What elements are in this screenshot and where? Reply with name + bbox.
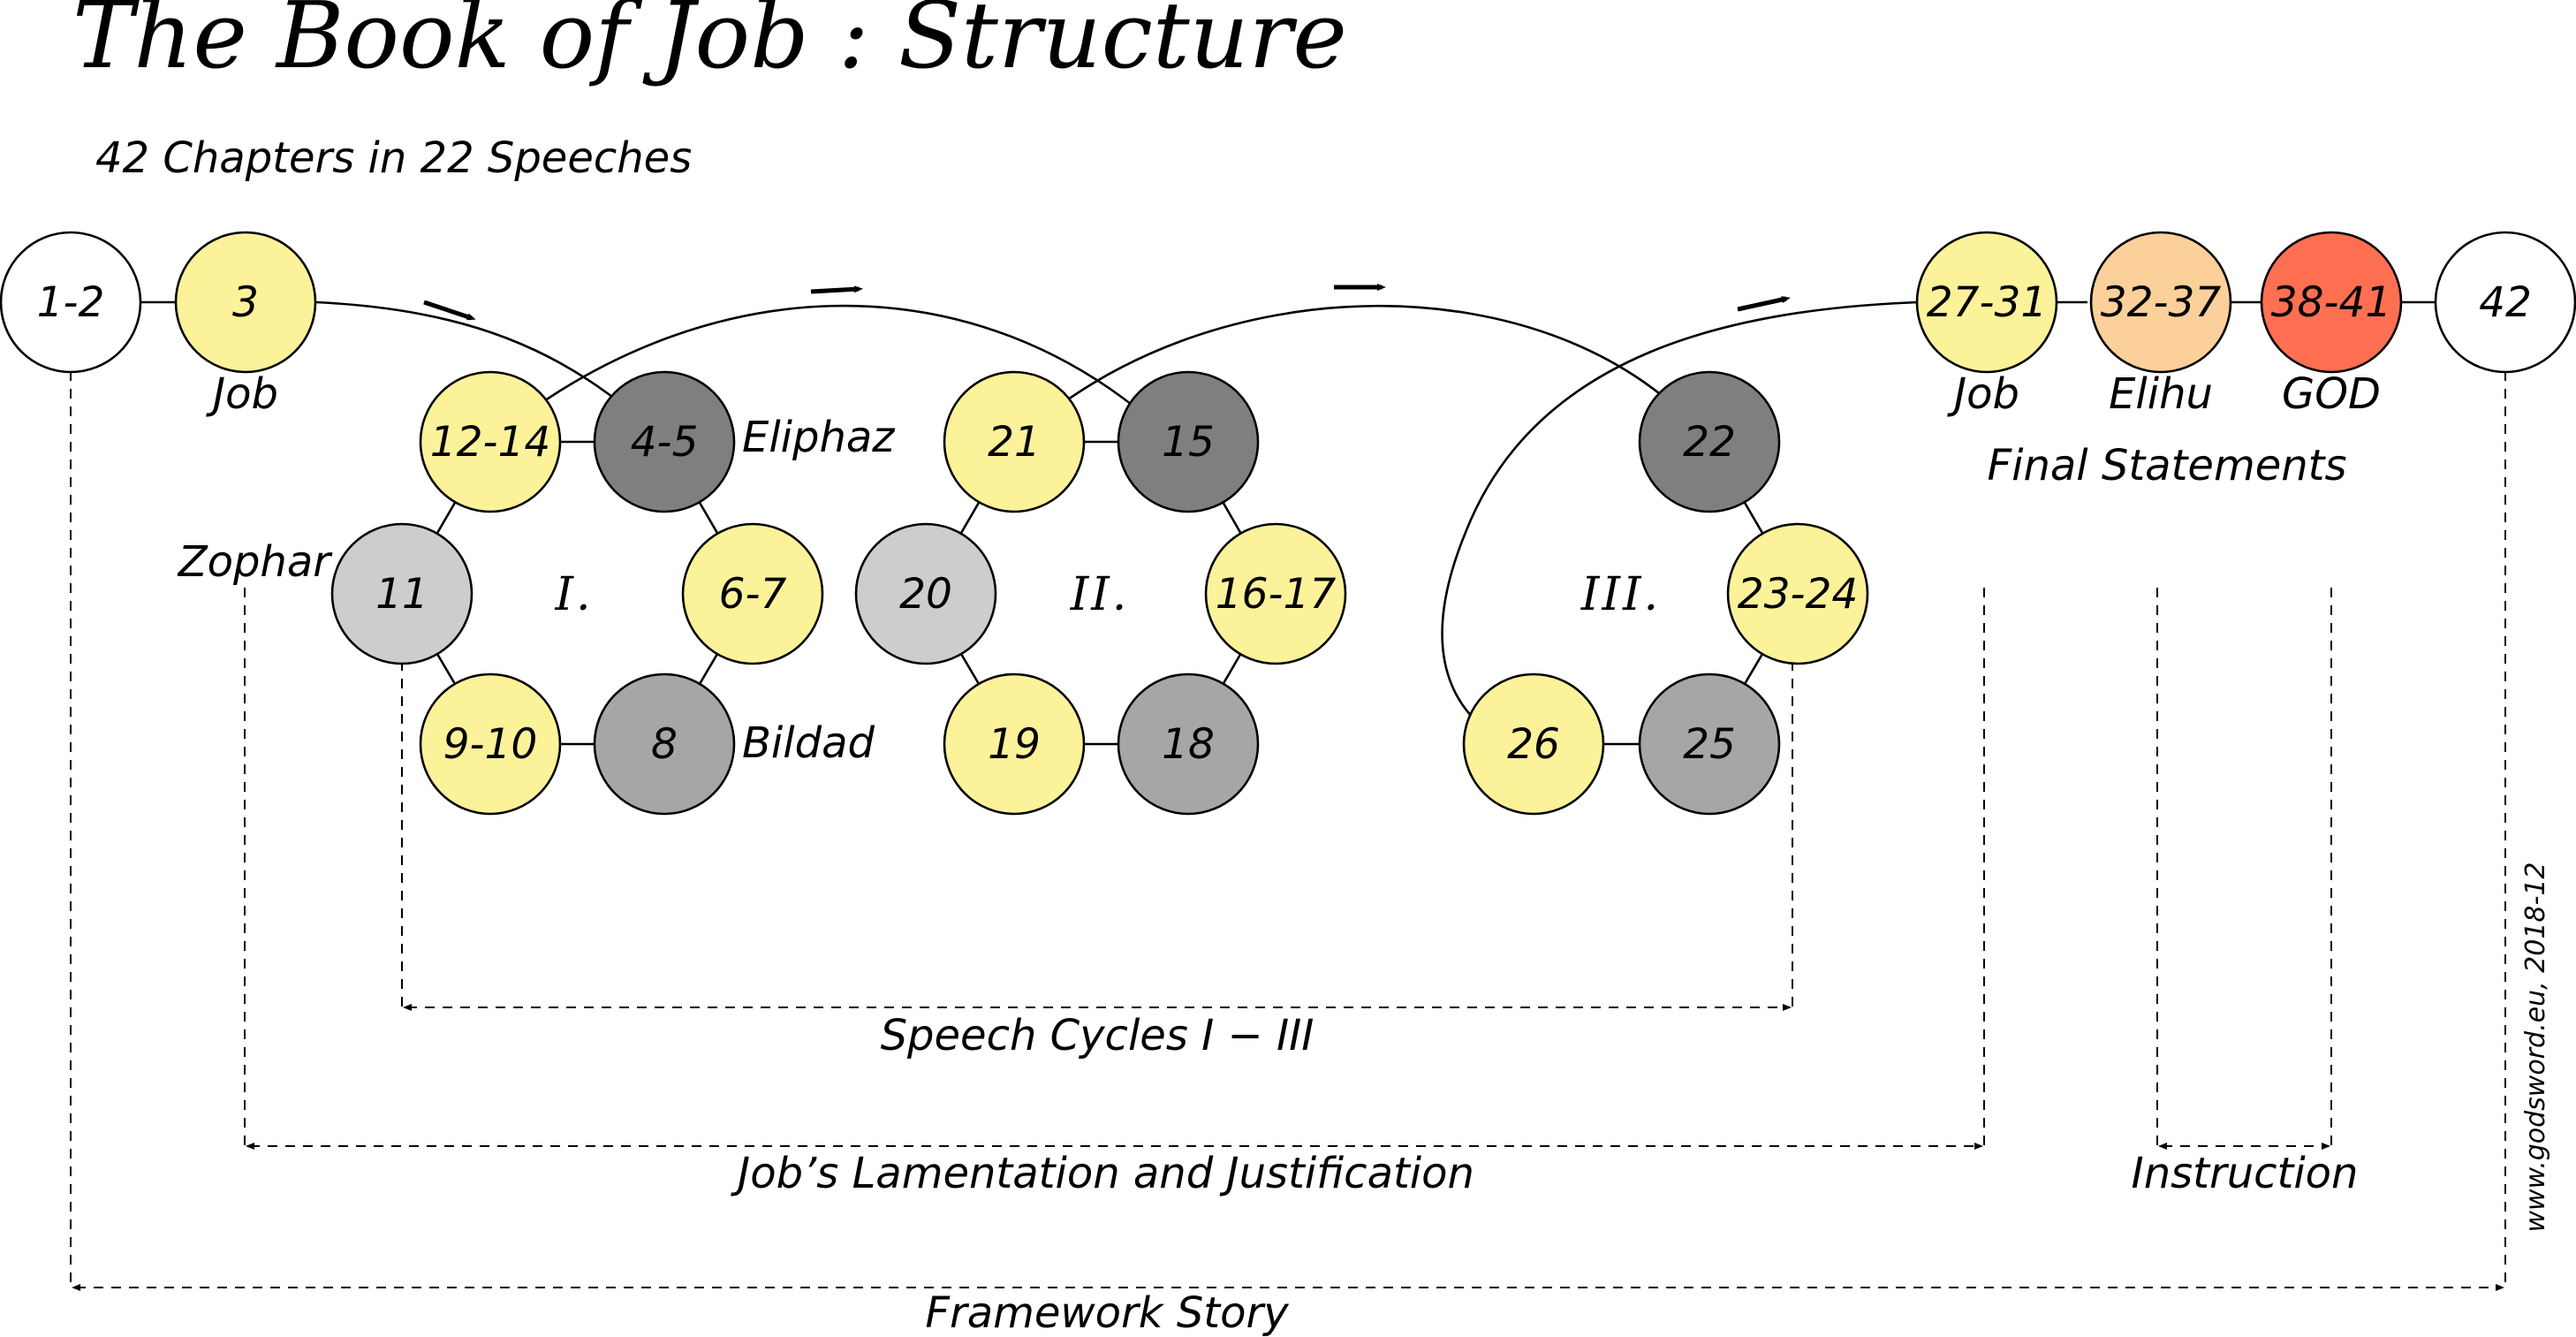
chapter-label: 20 [899,570,952,619]
speaker-label-eliphaz: Eliphaz [742,413,896,462]
chapter-label: 11 [375,570,428,619]
chapter-node-42: 42 [2434,231,2576,374]
chapter-label: 15 [1162,418,1215,467]
chapter-node-3: 3 [174,231,317,374]
arrow-right-icon [1737,296,1791,312]
ring-cycle-three [1534,441,1799,746]
credit-label: www.godsword.eu, 2018-12 [2520,862,2551,1233]
chapter-node-38-41: 38-41 [2260,231,2403,374]
chapter-circle [943,370,1086,513]
chapter-node-8: 8 [593,672,736,816]
chapter-node-6-7: 6-7 [681,522,824,665]
range-brackets [70,371,2506,1291]
chapter-node-23-24: 23-24 [1726,522,1869,665]
final-statements-label: Final Statements [1988,441,2347,490]
chapter-circle [330,522,474,665]
speaker-label-bildad: Bildad [742,718,875,768]
chapter-node-21: 21 [943,370,1086,513]
chapter-node-11: 11 [330,522,474,665]
chapter-label: 9-10 [443,720,538,769]
speaker-label-job-final: Job [1947,369,2019,419]
cycle-label-one: I. [554,568,593,621]
chapter-circle [1726,522,1869,665]
curve-cycle-two-to-cycle-three [1015,304,1710,443]
chapter-circle [593,370,736,513]
chapter-label: 26 [1507,720,1560,769]
chapter-label: 19 [988,720,1041,769]
chapter-label: 32-37 [2101,278,2222,327]
speaker-label-god: GOD [2282,369,2381,419]
chapter-label: 16-17 [1216,570,1337,619]
chapter-circle [681,522,824,665]
arrow-right-icon [810,285,863,294]
chapter-nodes: 1-2 3 4-5 6-7 8 9-10 11 12-14 15 16-17 18 19 20 21 22 2… [0,231,2576,816]
chapter-node-18: 18 [1117,672,1260,816]
speech-cycles-label: Speech Cycles I − III [881,1011,1315,1060]
chapter-label: 22 [1683,418,1736,467]
chapter-label: 3 [232,278,259,327]
speaker-label-zophar: Zophar [177,537,334,587]
chapter-circle [1462,672,1605,816]
chapter-node-9-10: 9-10 [419,672,562,816]
chapter-node-22: 22 [1638,370,1781,513]
chapter-circle [1204,522,1347,665]
chapter-label: 21 [988,418,1041,467]
chapter-label: 27-31 [1927,278,2048,327]
chapter-node-16-17: 16-17 [1204,522,1347,665]
chapter-node-12-14: 12-14 [419,370,562,513]
chapter-circle [2260,231,2403,374]
chapter-node-25: 25 [1638,672,1781,816]
chapter-circle [0,231,142,374]
chapter-circle [593,672,736,816]
chapter-label: 42 [2479,278,2532,327]
chapter-circle [419,370,562,513]
chapter-label: 4-5 [631,418,699,467]
chapter-label: 12-14 [430,418,551,467]
chapter-circle [943,672,1086,816]
cycle-label-two: II. [1070,568,1130,621]
chapter-circle [1638,370,1781,513]
chapter-label: 38-41 [2271,278,2392,327]
chapter-circle [854,522,997,665]
chapter-node-15: 15 [1117,370,1260,513]
chapter-circle [2434,231,2576,374]
framework-label: Framework Story [925,1288,1289,1337]
chapter-circle [1117,672,1260,816]
chapter-label: 23-24 [1738,570,1859,619]
chapter-label: 18 [1162,720,1215,769]
curve-cycle-one-to-cycle-two [489,304,1176,443]
chapter-circle [1117,370,1260,513]
chapter-node-27-31: 27-31 [1915,231,2058,374]
chapter-node-1-2: 1-2 [0,231,142,374]
speaker-label-job: Job [206,369,278,419]
chapter-circle [2089,231,2232,374]
chapter-circle [419,672,562,816]
chapter-node-4-5: 4-5 [593,370,736,513]
chapter-node-26: 26 [1462,672,1605,816]
direction-arrows [423,284,1791,321]
chapter-node-19: 19 [943,672,1086,816]
chapter-label: 25 [1683,720,1736,769]
instruction-label: Instruction [2132,1149,2359,1198]
chapter-circle [174,231,317,374]
speaker-label-elihu: Elihu [2109,369,2213,419]
subtitle: 42 Chapters in 22 Speeches [95,133,692,183]
chapter-label: 6-7 [719,570,787,619]
chapter-label: 1-2 [37,278,105,327]
cycle-label-three: III. [1580,568,1661,621]
chapter-circle [1915,231,2058,374]
chapter-node-32-37: 32-37 [2089,231,2232,374]
page-title: The Book of Job : Structure [72,0,1347,89]
arrow-right-icon [423,300,476,321]
lamentation-label: Job’s Lamentation and Justification [731,1149,1474,1198]
chapter-node-20: 20 [854,522,997,665]
chapter-circle [1638,672,1781,816]
curve-cycle-three-to-27-31 [1441,300,1920,746]
chapter-label: 8 [651,720,678,769]
